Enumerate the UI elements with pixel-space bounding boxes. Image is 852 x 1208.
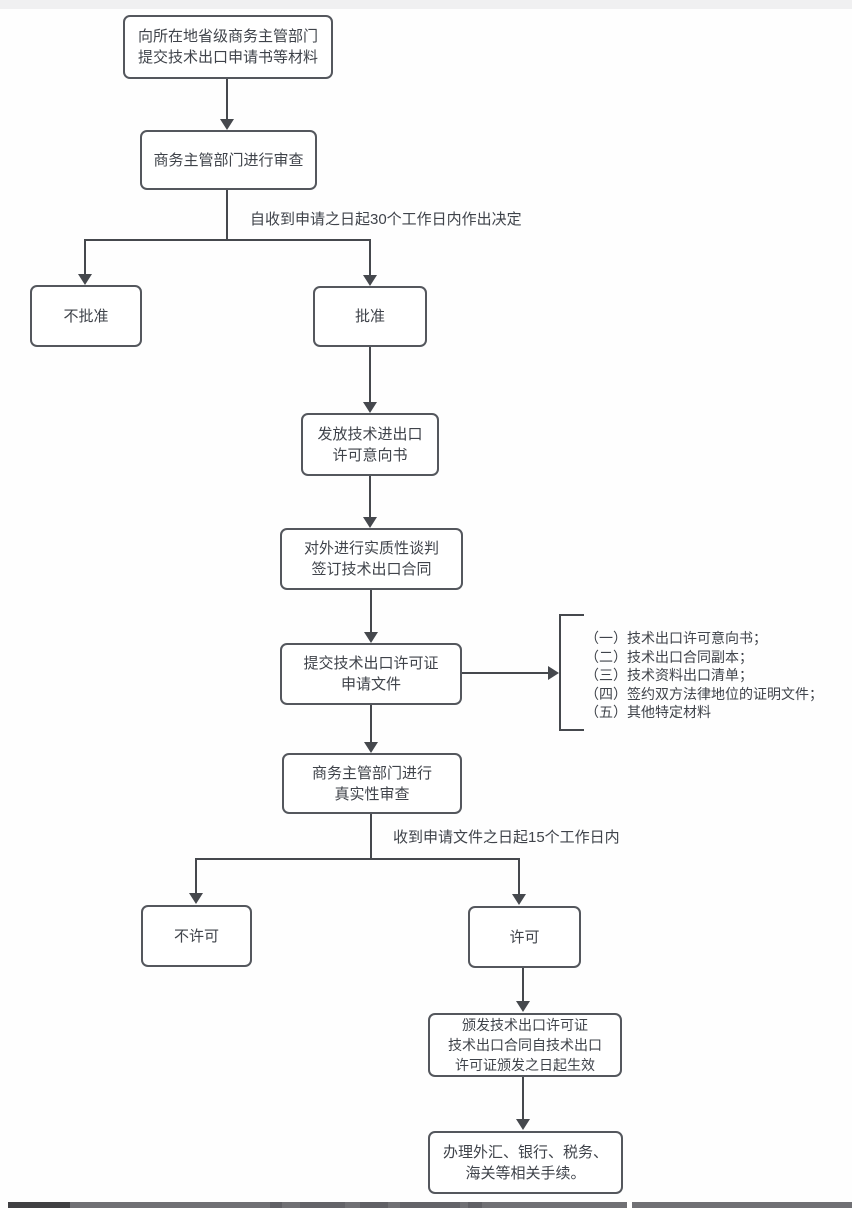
node-text: 不批准: [63, 307, 109, 325]
list-item: （四）签约双方法律地位的证明文件；: [585, 685, 823, 702]
node-text: 技术出口合同自技术出口: [448, 1037, 602, 1053]
bottom-cutoff-mark: [468, 1202, 482, 1208]
node-text: 申请文件: [340, 676, 401, 693]
bottom-cutoff-gap: [627, 1202, 632, 1208]
arrowhead-down: [364, 632, 378, 643]
node-submit-application: 向所在地省级商务主管部门 提交技术出口申请书等材料: [123, 15, 333, 79]
connector-line: [195, 858, 520, 860]
connector-line: [195, 858, 197, 894]
arrowhead-down: [363, 517, 377, 528]
bottom-cutoff-mark: [360, 1202, 388, 1208]
node-text: 许可: [509, 928, 540, 946]
bracket-line: [559, 614, 584, 616]
node-text: 提交技术出口申请书等材料: [137, 49, 318, 66]
node-text: 真实性审查: [334, 785, 410, 803]
connector-line: [369, 476, 371, 518]
arrowhead-down: [189, 893, 203, 904]
node-negotiate: 对外进行实质性谈判 签订技术出口合同: [280, 528, 463, 590]
node-authenticity-review: 商务主管部门进行 真实性审查: [282, 753, 462, 814]
arrowhead-right: [548, 666, 559, 680]
edge-label-15days: 收到申请文件之日起15个工作日内: [393, 829, 620, 846]
connector-line: [522, 968, 524, 1002]
list-item: （五）其他特定材料: [585, 704, 711, 721]
connector-line: [370, 705, 372, 743]
connector-line: [226, 190, 228, 241]
list-item: （二）技术出口合同副本；: [585, 648, 753, 665]
node-text: 向所在地省级商务主管部门: [137, 28, 318, 45]
connector-line: [370, 590, 372, 633]
node-text: 商务主管部门进行审查: [153, 151, 304, 169]
arrowhead-down: [516, 1119, 530, 1130]
connector-line: [369, 347, 371, 403]
connector-line: [370, 814, 372, 860]
bottom-cutoff-mark: [270, 1202, 282, 1208]
bottom-cutoff-bar-dark: [8, 1202, 70, 1208]
node-not-permitted: 不许可: [141, 905, 252, 967]
node-issue-intent: 发放技术进出口 许可意向书: [301, 413, 439, 476]
node-text: 对外进行实质性谈判: [303, 540, 439, 557]
bottom-cutoff-mark: [400, 1202, 460, 1208]
node-text: 不许可: [173, 927, 219, 945]
connector-line: [84, 239, 86, 275]
bracket-line: [559, 729, 584, 731]
arrowhead-down: [364, 742, 378, 753]
arrowhead-down: [78, 274, 92, 285]
node-text: 许可证颁发之日起生效: [455, 1057, 595, 1073]
connector-line: [226, 79, 228, 120]
connector-line: [522, 1077, 524, 1120]
connector-line: [84, 239, 371, 241]
arrowhead-down: [220, 119, 234, 130]
node-text: 商务主管部门进行: [311, 764, 432, 782]
node-permitted: 许可: [468, 906, 581, 968]
node-review: 商务主管部门进行审查: [140, 130, 317, 190]
connector-line: [369, 239, 371, 276]
node-text: 批准: [354, 308, 385, 325]
bracket-line: [559, 614, 561, 731]
top-strip: [0, 0, 852, 9]
node-text: 签订技术出口合同: [311, 561, 432, 578]
node-issue-license: 颁发技术出口许可证 技术出口合同自技术出口 许可证颁发之日起生效: [428, 1013, 622, 1077]
arrowhead-down: [512, 894, 526, 905]
node-text: 颁发技术出口许可证: [462, 1017, 588, 1033]
arrowhead-down: [516, 1001, 530, 1012]
connector-line: [462, 672, 548, 674]
node-not-approved: 不批准: [30, 285, 142, 347]
required-documents-list: （一）技术出口许可意向书； （二）技术出口合同副本； （三）技术资料出口清单； …: [585, 629, 823, 722]
bottom-cutoff-mark: [300, 1202, 345, 1208]
node-text: 海关等相关手续。: [465, 1164, 586, 1182]
node-approved: 批准: [313, 286, 427, 347]
list-item: （三）技术资料出口清单；: [585, 667, 753, 684]
node-text: 许可意向书: [332, 446, 408, 464]
node-submit-license-docs: 提交技术出口许可证 申请文件: [280, 643, 462, 705]
arrowhead-down: [363, 275, 377, 286]
node-text: 发放技术进出口: [317, 425, 423, 443]
node-text: 办理外汇、银行、税务、: [442, 1143, 608, 1161]
connector-line: [518, 858, 520, 895]
node-text: 提交技术出口许可证: [303, 655, 439, 672]
list-item: （一）技术出口许可意向书；: [585, 630, 767, 646]
arrowhead-down: [363, 402, 377, 413]
node-formalities: 办理外汇、银行、税务、 海关等相关手续。: [428, 1131, 623, 1194]
edge-label-30days: 自收到申请之日起30个工作日内作出决定: [250, 211, 522, 228]
